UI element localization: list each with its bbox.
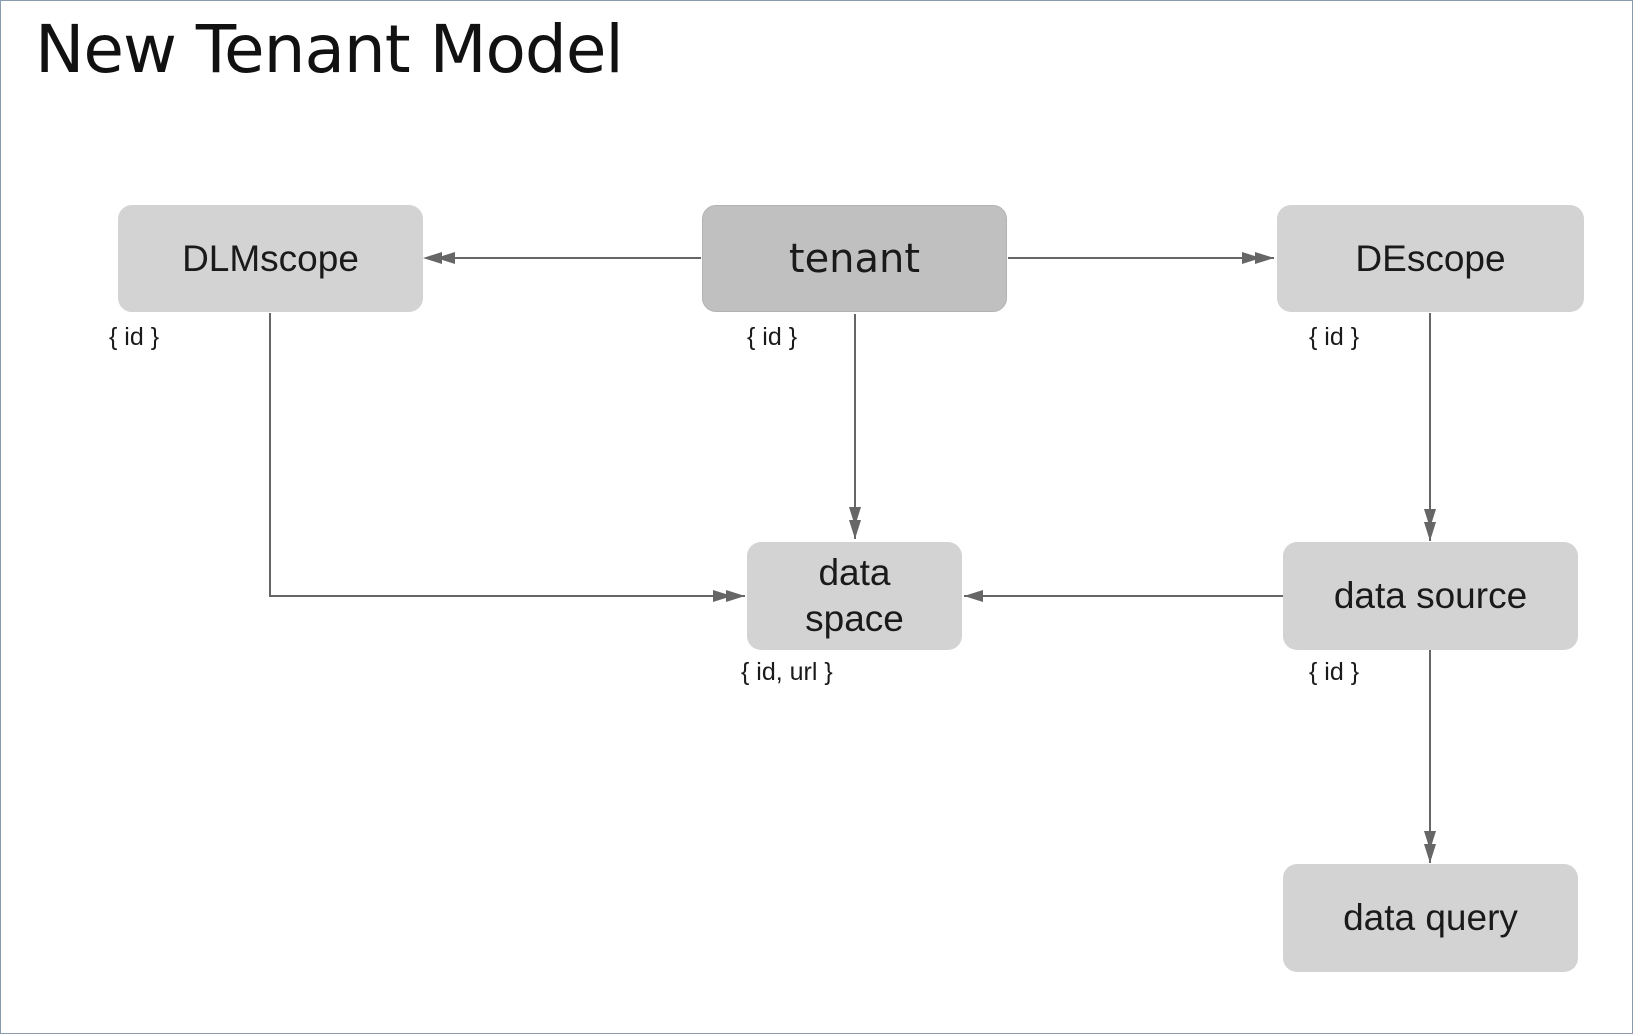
node-label: data space: [805, 552, 904, 639]
arrowhead: [849, 520, 861, 539]
node-attrs-descope: { id }: [1309, 323, 1360, 351]
node-attrs-dlmscope: { id }: [109, 323, 160, 351]
arrowhead: [436, 252, 455, 264]
arrowhead: [1424, 844, 1436, 863]
arrowhead: [1424, 509, 1436, 528]
node-label: data source: [1333, 575, 1528, 616]
arrowhead: [1424, 522, 1436, 541]
node-attrs-tenant: { id }: [747, 323, 798, 351]
node-data-source: data source: [1283, 542, 1578, 650]
arrowhead: [964, 590, 983, 602]
node-descope: DEscope: [1277, 205, 1584, 312]
arrowhead: [1242, 252, 1261, 264]
edge-tenant-to-dlmscope: [423, 252, 701, 264]
node-tenant: tenant: [702, 205, 1007, 312]
edge-descope-to-data-source: [1424, 313, 1436, 541]
node-data-space: data space: [747, 542, 962, 650]
node-label: tenant: [788, 235, 921, 282]
arrowhead: [713, 590, 732, 602]
arrowhead: [423, 252, 442, 264]
edge-dlmscope-to-data-space: [269, 313, 745, 602]
node-dlmscope: DLMscope: [118, 205, 423, 312]
node-attrs-data-source: { id }: [1309, 658, 1360, 686]
node-label: data query: [1343, 897, 1518, 938]
node-label: DLMscope: [182, 237, 359, 279]
node-attrs-data-space: { id, url }: [741, 658, 833, 686]
arrowhead: [726, 590, 745, 602]
arrowhead: [849, 507, 861, 526]
edge-tenant-to-data-space: [849, 314, 861, 539]
node-data-query: data query: [1283, 864, 1578, 972]
edge-data-source-to-data-query: [1424, 649, 1436, 863]
arrowhead: [1255, 252, 1274, 264]
arrowhead: [1424, 831, 1436, 850]
edge-line: [269, 313, 745, 597]
node-label: DEscope: [1355, 237, 1506, 279]
edge-tenant-to-descope: [1008, 252, 1274, 264]
edge-data-source-to-data-space: [964, 590, 1283, 602]
page-title: New Tenant Model: [35, 11, 624, 88]
